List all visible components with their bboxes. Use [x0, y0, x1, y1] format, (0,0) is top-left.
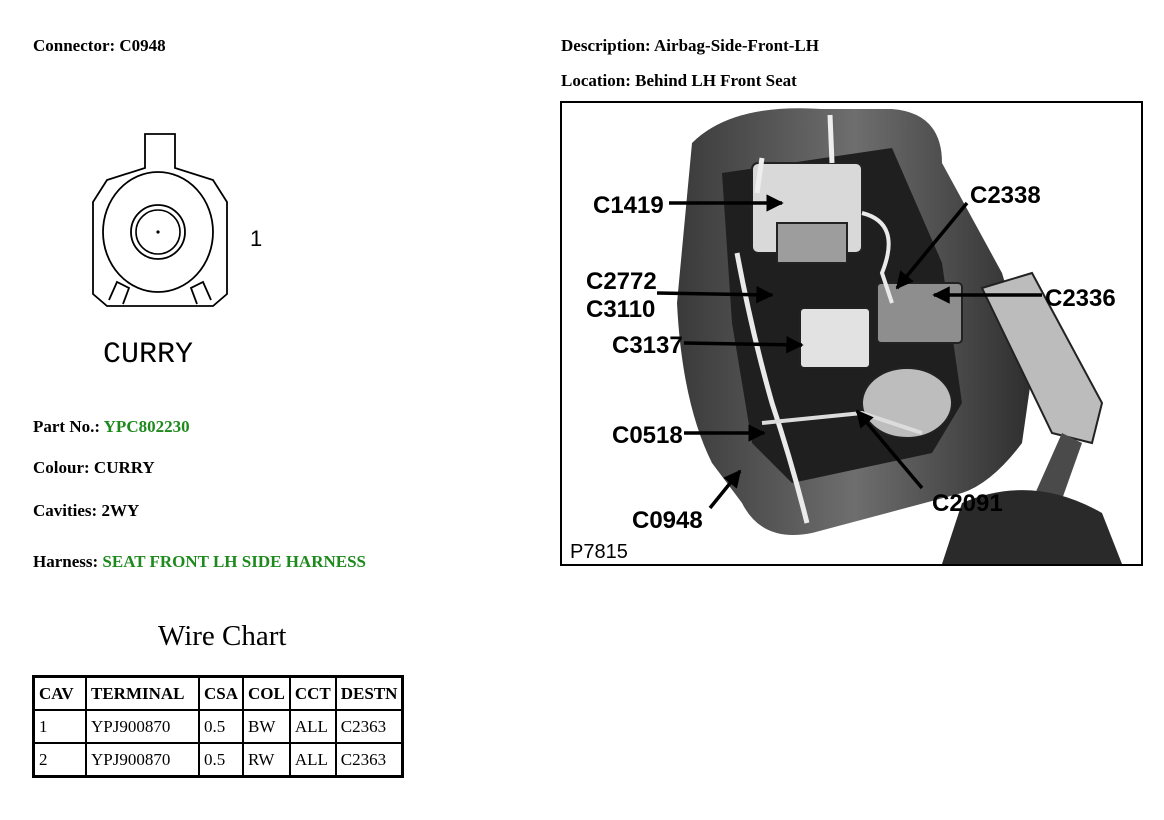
harness-label: Harness: [33, 552, 99, 571]
image-code: P7815 [570, 541, 628, 563]
seat-illustration: C1419 C2338 C2772 C3110 C2336 C3137 C051… [570, 108, 1122, 564]
cavities-value: 2WY [101, 501, 140, 520]
wire-chart-title: Wire Chart [158, 620, 287, 652]
description-value: Airbag-Side-Front-LH [654, 36, 819, 55]
control-unit [799, 307, 871, 369]
headrest-post-right [827, 114, 835, 164]
connector-face-diagram: 1 CURRY [92, 133, 262, 372]
callout-c3137: C3137 [612, 332, 683, 359]
side-bolster [980, 271, 1104, 445]
table-row: 2 YPJ900870 0.5 RW ALL C2363 [32, 742, 404, 778]
colour-label: Colour: [33, 458, 90, 477]
cell-terminal: YPJ900870 [85, 709, 200, 744]
part-number-link[interactable]: YPC802230 [103, 417, 190, 436]
cell-destn[interactable]: C2363 [334, 742, 404, 778]
callout-c2336: C2336 [1045, 285, 1116, 312]
cell-cct: ALL [288, 742, 337, 778]
seat-location-photo: C1419 C2338 C2772 C3110 C2336 C3137 C051… [560, 101, 1143, 566]
cavities-row: Cavities: 2WY [33, 501, 139, 521]
pin-number-label: 1 [250, 226, 262, 251]
cell-terminal: YPJ900870 [85, 742, 200, 778]
connector-label: Connector: [33, 36, 116, 55]
location-heading: Location: Behind LH Front Seat [561, 71, 797, 91]
header-terminal: TERMINAL [85, 675, 200, 711]
headrest-post-left [754, 157, 765, 194]
wiring-loom [734, 252, 810, 524]
harness-link[interactable]: SEAT FRONT LH SIDE HARNESS [102, 552, 367, 571]
cell-csa: 0.5 [197, 742, 245, 778]
header-csa: CSA [197, 675, 245, 711]
colour-row: Colour: CURRY [33, 458, 155, 478]
seat-cushion [942, 490, 1122, 564]
connector-value: C0948 [119, 36, 166, 55]
header-cct: CCT [288, 675, 337, 711]
callout-c0518: C0518 [612, 422, 683, 449]
cell-col: BW [242, 709, 291, 744]
cell-csa: 0.5 [197, 709, 245, 744]
table-header-row: CAV TERMINAL CSA COL CCT DESTN [32, 675, 404, 711]
part-number-label: Part No.: [33, 417, 101, 436]
header-col: COL [242, 675, 291, 711]
module-bracket [776, 222, 848, 264]
location-value: Behind LH Front Seat [635, 71, 797, 90]
part-number-row: Part No.: YPC802230 [33, 417, 190, 437]
callout-c3110: C3110 [586, 296, 655, 323]
callout-c2091: C2091 [932, 490, 1003, 517]
callout-c2772: C2772 [586, 268, 657, 295]
callout-c2338: C2338 [970, 182, 1041, 209]
wire-chart-table: CAV TERMINAL CSA COL CCT DESTN 1 YPJ9008… [32, 675, 405, 778]
callout-c1419: C1419 [593, 192, 664, 219]
description-heading: Description: Airbag-Side-Front-LH [561, 36, 819, 56]
cell-cav: 2 [32, 742, 87, 778]
description-label: Description: [561, 36, 651, 55]
harness-row: Harness: SEAT FRONT LH SIDE HARNESS [33, 552, 366, 572]
cell-col: RW [242, 742, 291, 778]
connector-colour-label: CURRY [103, 338, 193, 372]
table-row: 1 YPJ900870 0.5 BW ALL C2363 [32, 709, 404, 744]
connector-heading: Connector: C0948 [33, 36, 166, 56]
colour-value: CURRY [93, 458, 155, 477]
callout-arrows [656, 194, 1042, 510]
callout-c0948: C0948 [632, 507, 703, 534]
wiring-loom-upper [861, 211, 894, 304]
header-destn: DESTN [334, 675, 404, 711]
cell-cav: 1 [32, 709, 87, 744]
cell-destn[interactable]: C2363 [334, 709, 404, 744]
header-cav: CAV [32, 675, 87, 711]
cavities-label: Cavities: [33, 501, 98, 520]
location-label: Location: [561, 71, 631, 90]
cell-cct: ALL [288, 709, 337, 744]
